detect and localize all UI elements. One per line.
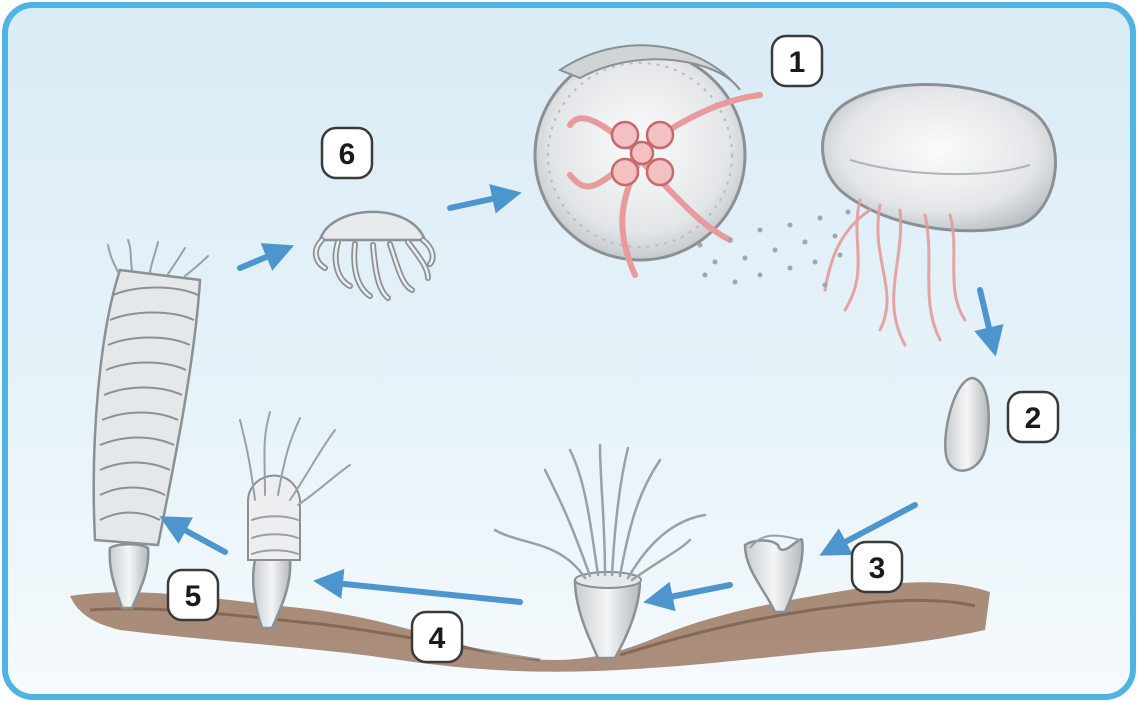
stage-badge-5: 5 [168,570,218,620]
stage-badge-2: 2 [1008,392,1058,442]
stage-badge-4: 4 [412,612,462,662]
stage-badge-3: 3 [852,542,902,592]
stage-badge-6: 6 [322,128,372,178]
svg-text:2: 2 [1025,402,1042,435]
svg-text:4: 4 [429,622,446,655]
svg-text:5: 5 [185,580,202,613]
svg-text:6: 6 [339,138,356,171]
svg-text:3: 3 [869,552,886,585]
stage-badge-1: 1 [772,36,822,86]
svg-text:1: 1 [789,46,806,79]
